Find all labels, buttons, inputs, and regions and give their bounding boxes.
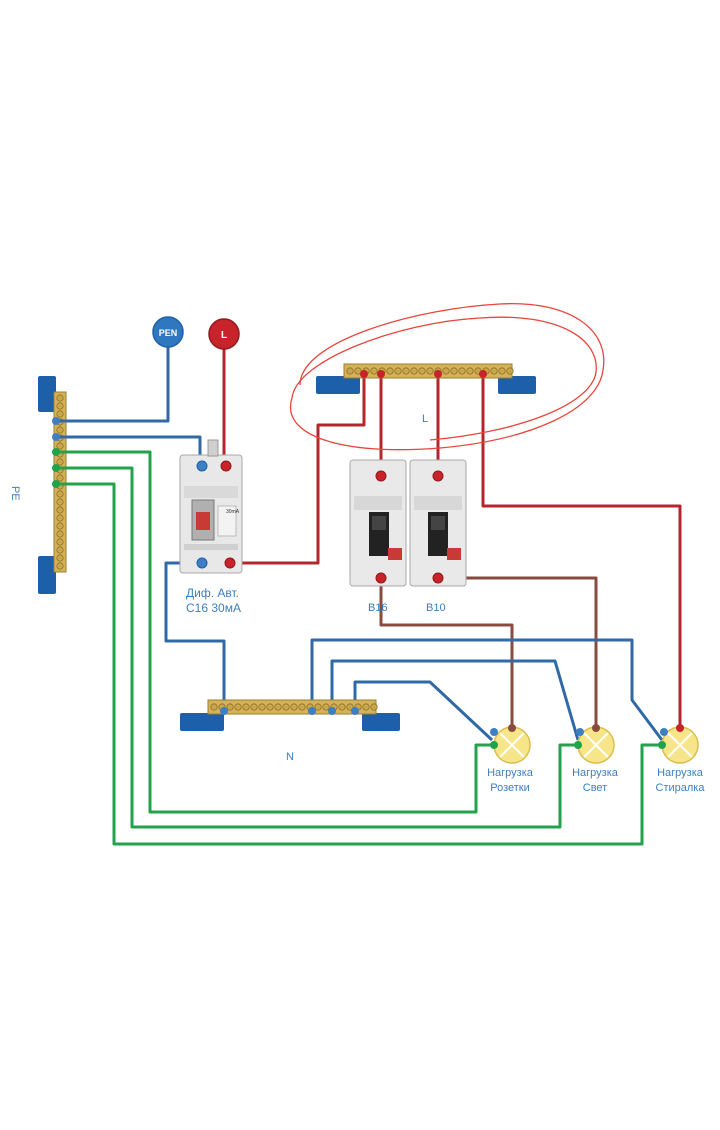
- bus-screw: [354, 367, 362, 375]
- load-sockets: Нагрузка Розетки: [487, 724, 534, 794]
- bus-screw: [56, 546, 64, 554]
- breaker-b16: В16: [349, 459, 407, 614]
- bus-screw: [56, 410, 64, 418]
- wire-pe-washer: [56, 482, 662, 846]
- bus-screw: [346, 703, 354, 711]
- bus-screw: [56, 530, 64, 538]
- bus-screw: [290, 703, 298, 711]
- n-bus: N: [180, 699, 400, 763]
- load-light-line1: Нагрузка: [572, 767, 619, 779]
- bus-screw: [56, 490, 64, 498]
- bus-screw: [394, 367, 402, 375]
- bus-screw: [458, 367, 466, 375]
- load-sockets-line2: Розетки: [490, 782, 530, 794]
- wires: [56, 340, 682, 846]
- wire-pe-sockets: [56, 450, 492, 814]
- bus-screw: [242, 703, 250, 711]
- bus-screw: [56, 498, 64, 506]
- load-washer-line2: Стиралка: [656, 782, 706, 794]
- bus-screw: [322, 703, 330, 711]
- breaker-b10-label: В10: [426, 602, 446, 614]
- bus-screw: [226, 703, 234, 711]
- bus-screw: [282, 703, 290, 711]
- bus-screw: [56, 538, 64, 546]
- rcbo-device: 30mA Диф. Авт. С16 30мА: [179, 439, 243, 615]
- bus-screw: [410, 367, 418, 375]
- bus-screw: [56, 458, 64, 466]
- bus-screw: [386, 367, 394, 375]
- breaker-b10: В10: [409, 459, 467, 614]
- wire-n-sockets: [353, 680, 494, 742]
- wire-neutral-out: [164, 561, 226, 710]
- pen-terminal-label: PEN: [159, 328, 178, 338]
- n-bus-label: N: [286, 751, 294, 763]
- bus-screw: [56, 514, 64, 522]
- bus-screw: [314, 703, 322, 711]
- wire-b10-light: [438, 576, 598, 740]
- bus-screw: [450, 367, 458, 375]
- breaker-b16-label: В16: [368, 602, 388, 614]
- bus-screw: [56, 394, 64, 402]
- wire-pe-light: [56, 466, 578, 829]
- bus-screw: [346, 367, 354, 375]
- bus-screw: [266, 703, 274, 711]
- l-bus: L: [289, 303, 605, 451]
- bus-screw: [466, 367, 474, 375]
- bus-screw: [274, 703, 282, 711]
- pe-bus-label: PE: [9, 486, 21, 501]
- load-washer-line1: Нагрузка: [657, 767, 704, 779]
- bus-screw: [370, 367, 378, 375]
- bus-screw: [250, 703, 258, 711]
- bus-screw: [56, 402, 64, 410]
- bus-screw: [234, 703, 242, 711]
- bus-screw: [56, 426, 64, 434]
- bus-screw: [338, 703, 346, 711]
- wire-b16-sockets: [379, 578, 514, 740]
- bus-screw: [298, 703, 306, 711]
- bus-screw: [506, 367, 514, 375]
- bus-screw: [56, 554, 64, 562]
- bus-screw: [56, 442, 64, 450]
- wire-n-light: [330, 659, 580, 741]
- bus-screw: [418, 367, 426, 375]
- bus-screw: [210, 703, 218, 711]
- bus-screw: [402, 367, 410, 375]
- bus-screw: [56, 562, 64, 570]
- bus-screw: [498, 367, 506, 375]
- load-light: Нагрузка Свет: [572, 724, 619, 794]
- wire-pen: [56, 340, 170, 423]
- load-light-line2: Свет: [583, 782, 607, 794]
- l-bus-label: L: [422, 413, 428, 425]
- pen-terminal: PEN: [152, 316, 184, 348]
- bus-screw: [362, 703, 370, 711]
- rcbo-rating: С16 30мА: [186, 601, 241, 615]
- l-terminal-label: L: [221, 330, 227, 341]
- bus-screw: [258, 703, 266, 711]
- bus-screw: [442, 367, 450, 375]
- rcbo-face-text: 30mA: [226, 509, 240, 515]
- wire-l-washer: [481, 374, 682, 740]
- load-sockets-line1: Нагрузка: [487, 767, 534, 779]
- bus-screw: [370, 703, 378, 711]
- wire-n-washer: [310, 638, 664, 741]
- bus-screw: [426, 367, 434, 375]
- bus-screw: [490, 367, 498, 375]
- bus-screw: [56, 522, 64, 530]
- l-terminal: L: [208, 318, 240, 350]
- rcbo-name: Диф. Авт.: [186, 586, 239, 600]
- bus-screw: [56, 474, 64, 482]
- bus-screw: [56, 506, 64, 514]
- pe-bus-dots: [52, 417, 60, 488]
- highlight-scribble: [289, 303, 605, 451]
- wire-phase-out: [230, 374, 366, 565]
- load-washer: Нагрузка Стиралка: [656, 724, 706, 794]
